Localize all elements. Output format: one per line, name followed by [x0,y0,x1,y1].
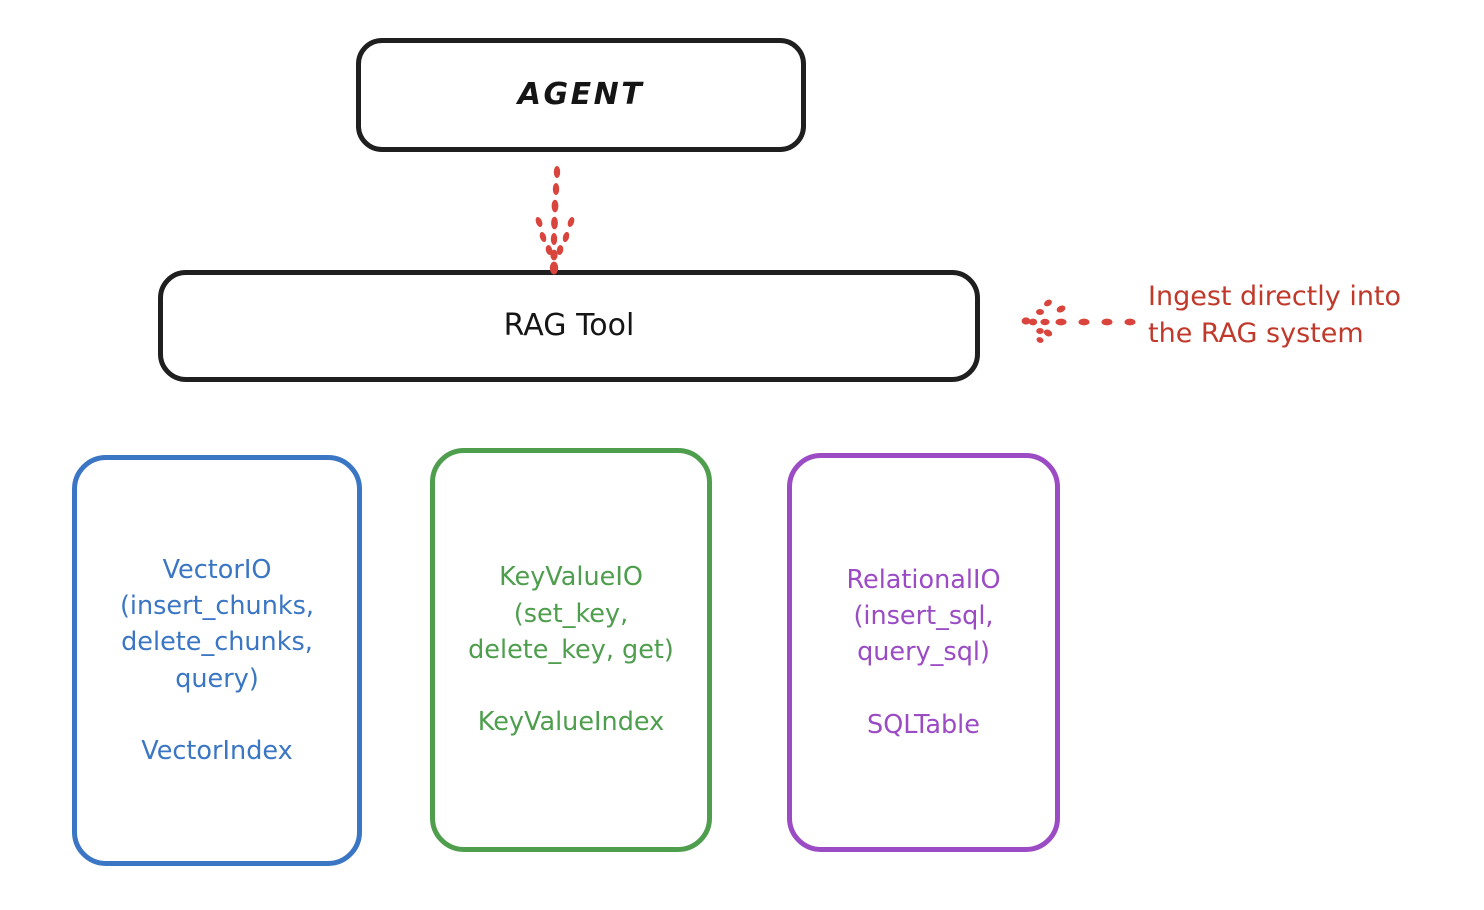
rag-tool-node-label: RAG Tool [503,308,635,344]
ingest-to-rag-tool-arrow [1021,299,1136,343]
ingest-annotation-label: Ingest directly into the RAG system [1148,281,1402,350]
key-value-io-node-label: KeyValueIO (set_key, delete_key, get) Ke… [468,562,674,738]
key-value-io-node[interactable]: KeyValueIO (set_key, delete_key, get) Ke… [430,448,712,852]
vector-io-node[interactable]: VectorIO (insert_chunks, delete_chunks, … [72,455,362,866]
agent-node-label: AGENT [517,77,645,113]
agent-to-rag-tool-arrow [535,166,575,275]
vector-io-node-label: VectorIO (insert_chunks, delete_chunks, … [119,554,315,766]
rag-tool-node[interactable]: RAG Tool [158,270,980,382]
agent-node[interactable]: AGENT [356,38,806,152]
relational-io-node-label: RelationalIO (insert_sql, query_sql) SQL… [846,564,1001,740]
relational-io-node[interactable]: RelationalIO (insert_sql, query_sql) SQL… [787,453,1060,852]
